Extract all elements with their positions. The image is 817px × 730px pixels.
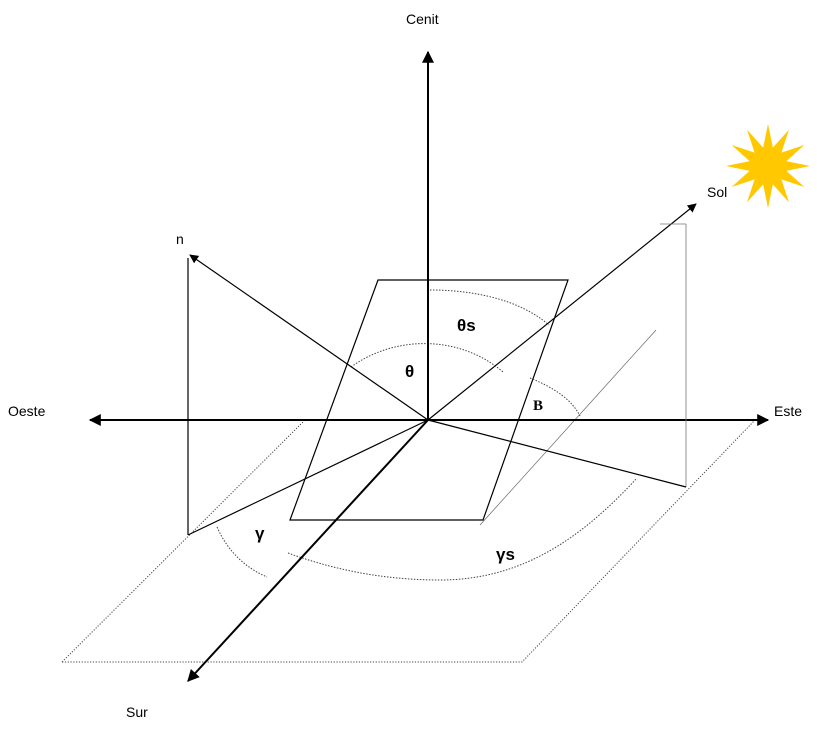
theta-s-arc: [429, 289, 550, 326]
sun-label: Sol: [707, 184, 728, 200]
ground-plane: [60, 419, 757, 663]
west-label: Oeste: [8, 403, 46, 419]
aux-line: [479, 329, 657, 526]
gamma-s-label: γs: [496, 545, 515, 564]
sun-vector: [427, 203, 697, 421]
normal-projection: [187, 419, 429, 536]
normal-vector: [189, 254, 429, 421]
gamma-s-arc: [287, 477, 638, 581]
normal-label: n: [176, 231, 184, 247]
zenith-label: Cenit: [406, 11, 439, 27]
sun-icon-shape: [726, 124, 810, 208]
east-label: Este: [774, 403, 803, 419]
sun-icon: [726, 124, 810, 208]
beta-label: B: [533, 398, 544, 414]
theta-label: θ: [405, 362, 415, 381]
south-label: Sur: [126, 704, 148, 720]
gamma-label: γ: [255, 524, 265, 543]
theta-s-label: θs: [457, 316, 476, 335]
sun-projection: [427, 419, 687, 488]
gamma-arc: [216, 526, 268, 578]
collector-surface: [289, 279, 569, 521]
beta-arc: [529, 377, 581, 417]
south-axis: [187, 419, 429, 682]
